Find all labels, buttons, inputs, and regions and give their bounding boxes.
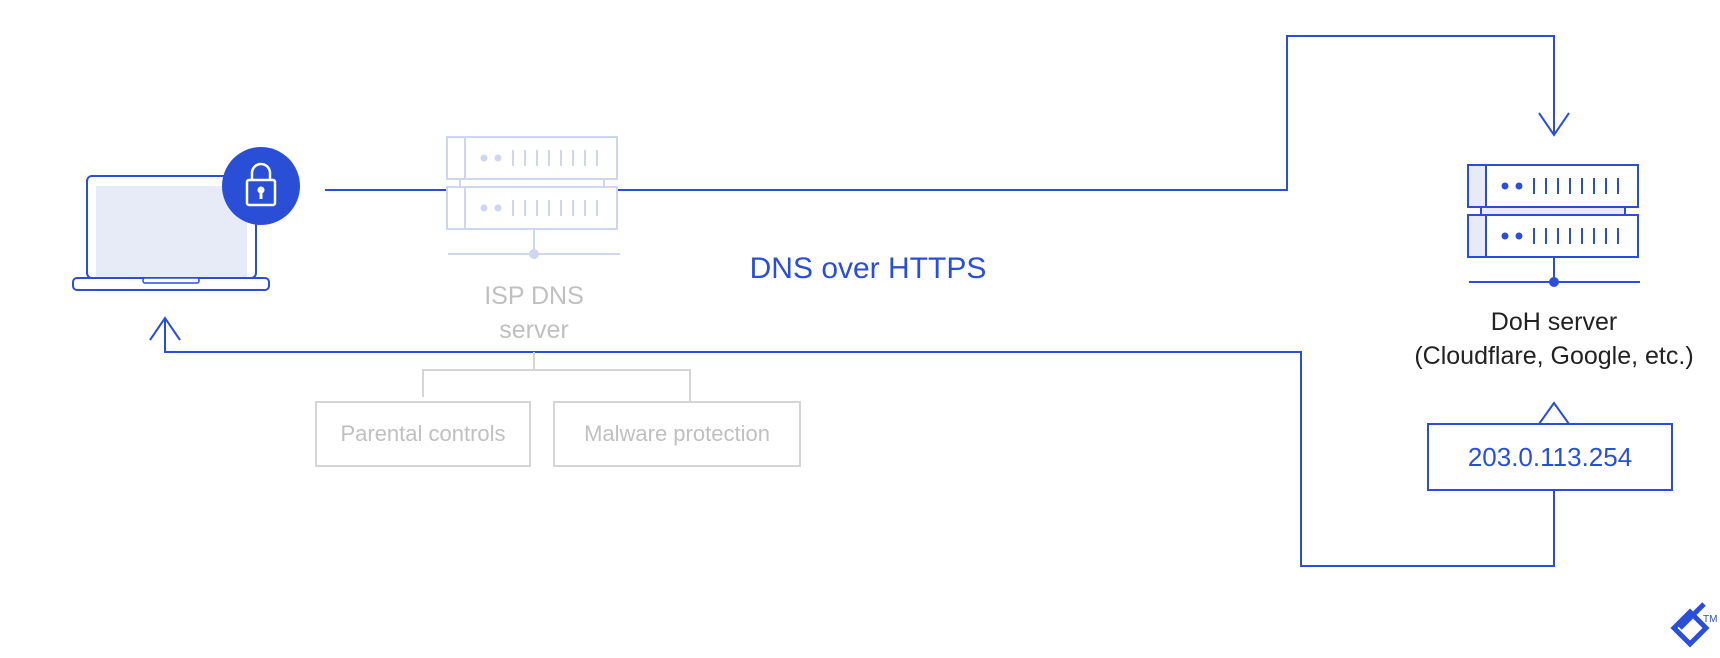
toptal-logo	[1670, 602, 1710, 648]
arrowhead-up-icon	[1538, 401, 1570, 425]
doh-server-label-line1: DoH server	[1491, 308, 1617, 336]
connection-label: DNS over HTTPS	[750, 252, 987, 285]
malware-protection-label: Malware protection	[584, 421, 770, 446]
laptop-icon	[72, 175, 270, 291]
trademark-mark: TM	[1703, 614, 1717, 625]
isp-dns-server-icon	[446, 136, 620, 259]
arrowhead-up-icon	[149, 316, 181, 341]
isp-feature-branches	[422, 352, 691, 402]
parental-controls-box	[315, 401, 531, 467]
ip-result-box	[1427, 423, 1673, 491]
arrowhead-down-icon	[1538, 112, 1570, 137]
doh-server-icon	[1467, 164, 1640, 287]
malware-protection-box	[553, 401, 801, 467]
request-flow-line	[325, 35, 1570, 191]
response-flow-line	[149, 316, 1570, 567]
lock-icon	[222, 147, 300, 225]
ip-result-label: 203.0.113.254	[1468, 442, 1632, 472]
isp-dns-label-line2: server	[499, 316, 568, 344]
doh-server-label-line2: (Cloudflare, Google, etc.)	[1414, 342, 1693, 370]
parental-controls-label: Parental controls	[340, 421, 505, 446]
isp-dns-label-line1: ISP DNS	[484, 282, 584, 310]
